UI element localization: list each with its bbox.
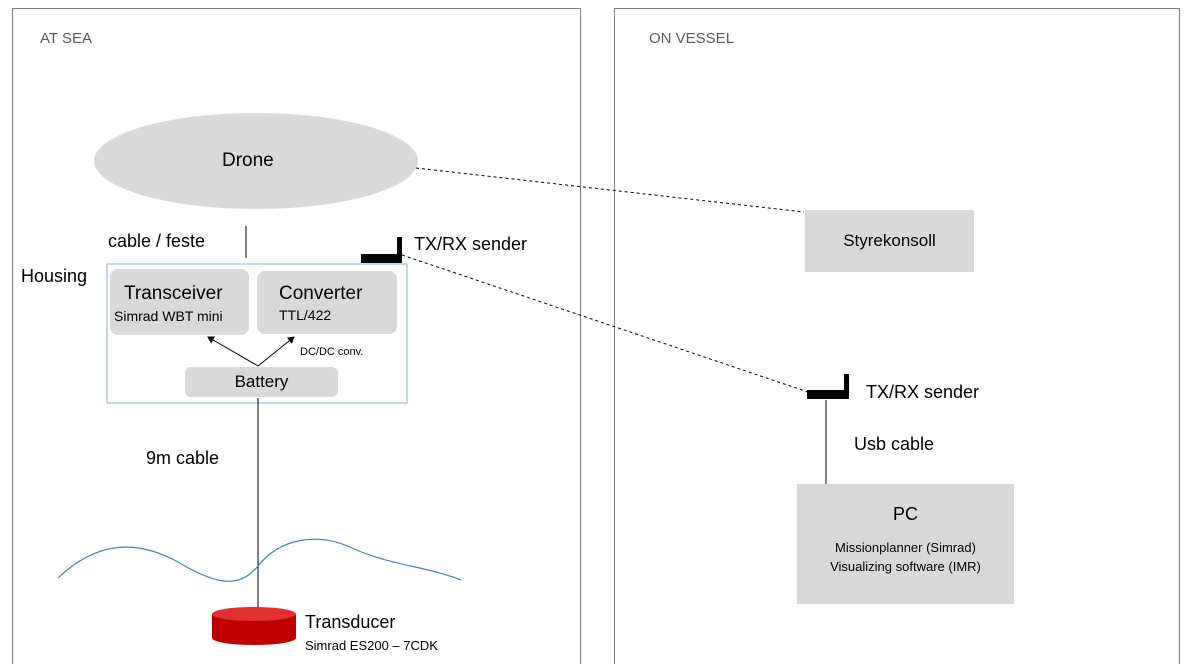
- housing-label: Housing: [21, 266, 88, 286]
- usb-cable-label: Usb cable: [854, 434, 935, 454]
- pc-title: PC: [892, 504, 918, 524]
- pc-box: PC Missionplanner (Simrad) Visualizing s…: [797, 484, 1014, 604]
- drone-ellipse: [94, 113, 418, 209]
- cable-feste-label: cable / feste: [108, 231, 206, 251]
- transceiver-box: Transceiver Simrad WBT mini: [110, 269, 249, 335]
- converter-subtitle: TTL/422: [279, 307, 332, 323]
- converter-box: Converter TTL/422: [257, 271, 397, 334]
- tx-rx-sea-label: TX/RX sender: [414, 234, 528, 254]
- transducer-subtitle: Simrad ES200 – 7CDK: [305, 638, 438, 653]
- nine-m-cable-label: 9m cable: [146, 448, 220, 468]
- at-sea-panel: [12, 8, 581, 664]
- battery-box: Battery: [185, 367, 338, 397]
- tx-rx-vessel-label: TX/RX sender: [866, 382, 980, 402]
- pc-line2: Visualizing software (IMR): [830, 559, 981, 574]
- battery-label: Battery: [234, 372, 289, 391]
- housing-outline: [106, 263, 408, 404]
- transducer-icon: [212, 607, 296, 645]
- sea-antenna-icon: [361, 237, 402, 263]
- at-sea-title: AT SEA: [40, 30, 92, 47]
- arrow-to-transceiver: [207, 336, 259, 367]
- radio-link-line: [401, 254, 809, 393]
- on-vessel-panel: [614, 8, 1180, 664]
- vessel-antenna-icon: [807, 374, 849, 399]
- on-vessel-title: ON VESSEL: [649, 30, 735, 47]
- drone-label: Drone: [222, 150, 274, 171]
- transducer-title: Transducer: [305, 612, 396, 632]
- drone-link-line: [415, 167, 805, 213]
- sea-wave: [57, 538, 462, 582]
- arrow-to-converter: [257, 336, 295, 367]
- pc-line1: Missionplanner (Simrad): [835, 540, 976, 555]
- converter-title: Converter: [279, 283, 363, 304]
- dcdc-label: DC/DC conv.: [300, 346, 364, 358]
- transceiver-subtitle: Simrad WBT mini: [114, 308, 223, 324]
- styrekonsoll-box: Styrekonsoll: [805, 210, 974, 272]
- styrekonsoll-label: Styrekonsoll: [843, 231, 936, 250]
- transceiver-title: Transceiver: [124, 283, 223, 304]
